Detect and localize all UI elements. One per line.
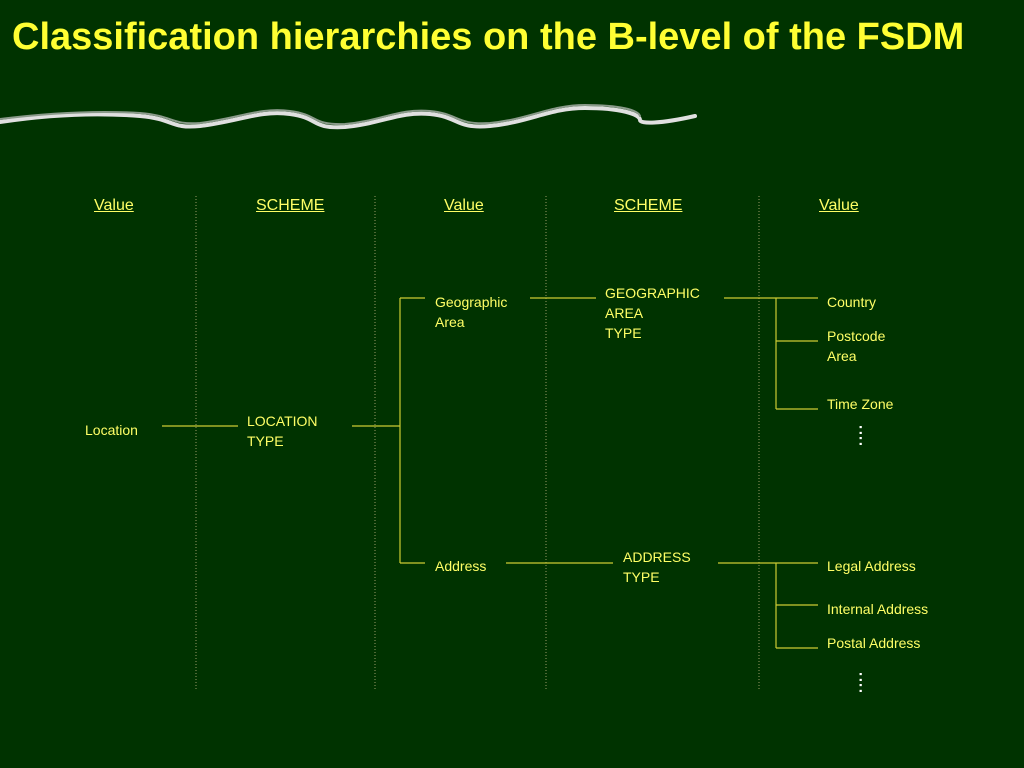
- connector-lines: [162, 297, 818, 649]
- node-postcode-area: Postcode Area: [827, 328, 886, 364]
- header-value-3: Value: [819, 197, 859, 214]
- node-address-type: ADDRESS TYPE: [623, 549, 691, 585]
- node-address: Address: [435, 558, 487, 574]
- header-scheme-1: SCHEME: [256, 197, 325, 214]
- node-postal-address: Postal Address: [827, 635, 921, 651]
- node-location: Location: [85, 422, 138, 438]
- decorative-wave: [0, 103, 697, 130]
- node-country: Country: [827, 294, 877, 310]
- node-internal-address: Internal Address: [827, 601, 929, 617]
- continuation-dots-address: : :: [858, 668, 864, 696]
- header-value-1: Value: [94, 197, 134, 214]
- continuation-dots-geographic: : :: [858, 421, 864, 449]
- header-value-2: Value: [444, 197, 484, 214]
- node-time-zone: Time Zone: [827, 396, 894, 412]
- node-legal-address: Legal Address: [827, 558, 916, 574]
- header-scheme-2: SCHEME: [614, 197, 683, 214]
- node-geographic-area: Geographic Area: [435, 294, 508, 330]
- node-location-type: LOCATION TYPE: [247, 413, 318, 449]
- node-geographic-area-type: GEOGRAPHIC AREA TYPE: [605, 285, 700, 341]
- page-title: Classification hierarchies on the B-leve…: [12, 16, 965, 58]
- column-dividers: [195, 196, 760, 690]
